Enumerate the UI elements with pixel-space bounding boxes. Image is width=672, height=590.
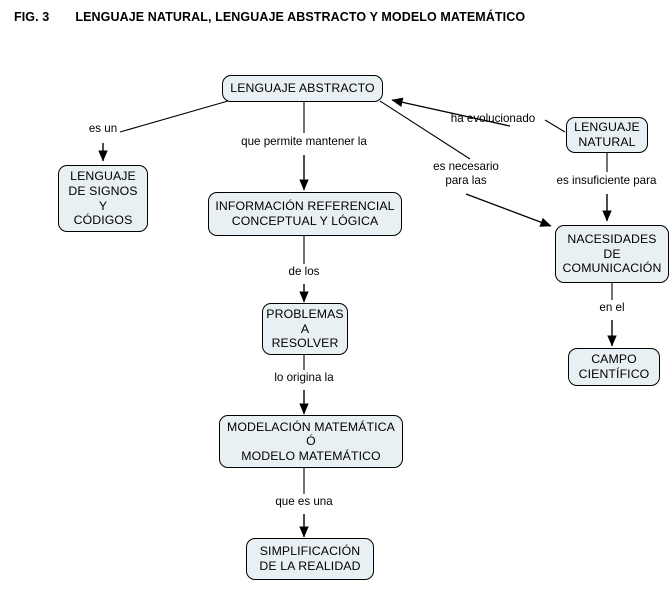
figure-title-text: LENGUAJE NATURAL, LENGUAJE ABSTRACTO Y M… xyxy=(75,10,526,24)
edge-natural-to-abstracto-right xyxy=(544,119,566,133)
edge-natural-to-abstracto-arrow xyxy=(391,97,511,127)
edge-label-lo-origina-la: lo origina la xyxy=(274,371,334,384)
node-modelacion-matematica[interactable]: MODELACIÓN MATEMÁTICA Ó MODELO MATEMÁTIC… xyxy=(219,415,403,468)
edge-label-que-permite-mantener-la: que permite mantener la xyxy=(241,135,367,148)
node-simplificacion-de-la-realidad[interactable]: SIMPLIFICACIÓN DE LA REALIDAD xyxy=(246,538,374,580)
edge-abstracto-to-nacesidades-upper xyxy=(379,100,471,160)
edge-label-que-es-una: que es una xyxy=(275,495,333,508)
edge-label-ha-evolucionado: ha evolucionado xyxy=(450,112,536,125)
node-nacesidades-de-comunicacion[interactable]: NACESIDADES DE COMUNICACIÓN xyxy=(555,225,669,283)
edge-abstracto-to-signos-diagonal xyxy=(119,100,229,133)
edge-label-es-necesario-para-las: es necesario para las xyxy=(433,160,499,187)
node-lenguaje-abstracto[interactable]: LENGUAJE ABSTRACTO xyxy=(222,75,383,102)
node-campo-cientifico[interactable]: CAMPO CIENTÍFICO xyxy=(568,348,660,386)
node-lenguaje-natural[interactable]: LENGUAJE NATURAL xyxy=(566,117,648,153)
edge-label-es-insuficiente-para: es insuficiente para xyxy=(556,174,657,187)
edge-label-de-los: de los xyxy=(288,265,320,278)
node-problemas-a-resolver[interactable]: PROBLEMAS A RESOLVER xyxy=(262,303,348,355)
figure-number: FIG. 3 xyxy=(14,10,50,24)
edge-label-es-un: es un xyxy=(88,122,118,135)
edge-label-en-el: en el xyxy=(599,301,625,314)
node-lenguaje-de-signos-y-codigos[interactable]: LENGUAJE DE SIGNOS Y CÓDIGOS xyxy=(58,165,148,232)
edge-abstracto-to-nacesidades-lower xyxy=(465,193,552,227)
node-informacion-referencial[interactable]: INFORMACIÓN REFERENCIAL CONCEPTUAL Y LÓG… xyxy=(208,192,402,236)
figure-title: FIG. 3 LENGUAJE NATURAL, LENGUAJE ABSTRAC… xyxy=(14,10,525,24)
